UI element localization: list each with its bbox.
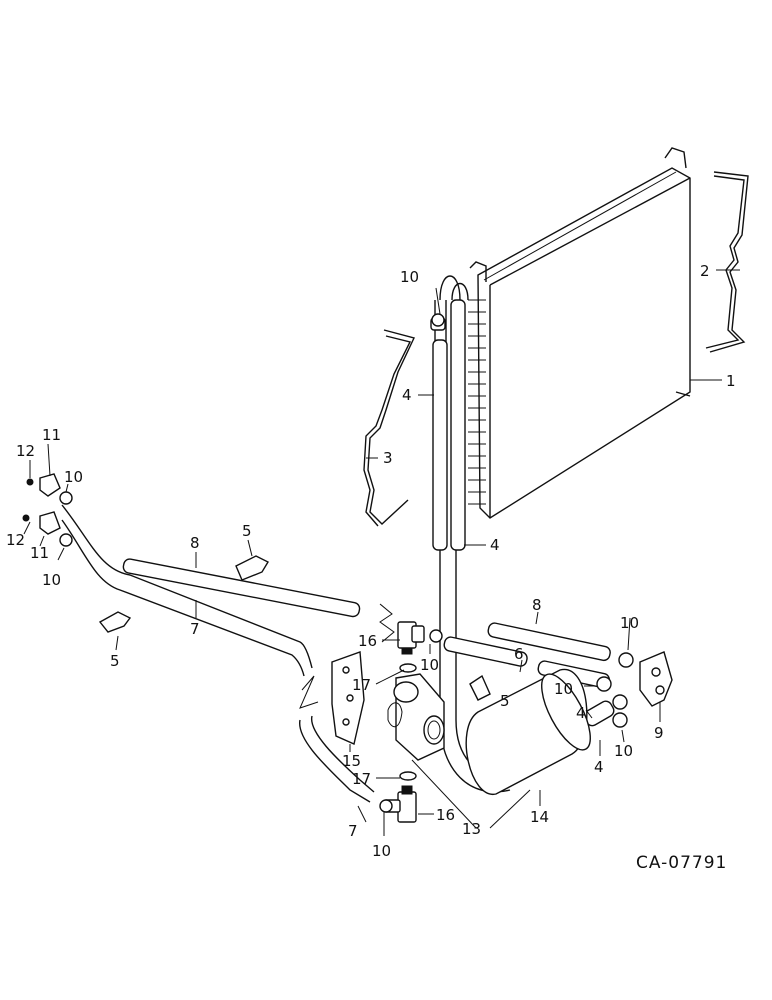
label-clip-left: 5 bbox=[110, 652, 120, 670]
label-clamp-top: 10 bbox=[400, 268, 419, 286]
label-elbow-a: 11 bbox=[42, 426, 61, 444]
connector-block bbox=[639, 651, 673, 707]
label-clamp-left-b: 10 bbox=[42, 571, 61, 589]
condenser-fins bbox=[468, 299, 486, 505]
part-labels: 1 2 3 4 4 4 4 5 5 5 6 7 7 8 8 9 10 10 10… bbox=[6, 262, 736, 860]
label-tube-8-right: 8 bbox=[532, 596, 542, 614]
clamps bbox=[59, 313, 634, 813]
label-bracket-left: 3 bbox=[383, 449, 393, 467]
label-cap-b: 12 bbox=[6, 531, 25, 549]
fitting-top bbox=[397, 621, 425, 655]
label-bracket-15: 15 bbox=[342, 752, 361, 770]
label-clip-top: 5 bbox=[242, 522, 252, 540]
label-tube-6: 6 bbox=[514, 645, 524, 663]
leader-lines bbox=[23, 269, 740, 836]
receiver-drier bbox=[465, 669, 591, 795]
label-clamp-r2: 10 bbox=[554, 680, 573, 698]
left-tubes bbox=[61, 504, 375, 803]
label-tube-7: 7 bbox=[190, 620, 200, 638]
label-hose-front: 4 bbox=[576, 704, 586, 722]
label-valve-13: 13 bbox=[462, 820, 481, 838]
label-oring-top: 17 bbox=[352, 676, 371, 694]
label-cap-a: 12 bbox=[16, 442, 35, 460]
label-clamp-bottom: 10 bbox=[372, 842, 391, 860]
label-hose-front2: 4 bbox=[594, 758, 604, 776]
elbow-fittings bbox=[22, 473, 61, 535]
label-block-9: 9 bbox=[654, 724, 664, 742]
label-receiver-14: 14 bbox=[530, 808, 549, 826]
label-clamp-mid: 10 bbox=[420, 656, 439, 674]
label-hose-lower: 4 bbox=[490, 536, 500, 554]
condenser bbox=[468, 147, 691, 519]
label-clamp-left-a: 10 bbox=[64, 468, 83, 486]
label-fitting-bottom: 16 bbox=[436, 806, 455, 824]
label-tube-8: 8 bbox=[190, 534, 200, 552]
drawing-code: CA-07791 bbox=[636, 853, 727, 873]
mounting-bracket bbox=[331, 651, 365, 745]
label-bracket-right: 2 bbox=[700, 262, 710, 280]
label-condenser: 1 bbox=[726, 372, 736, 390]
label-tube-7-lower: 7 bbox=[348, 822, 358, 840]
oring-bottom bbox=[399, 771, 417, 781]
label-hose-upper: 4 bbox=[402, 386, 412, 404]
label-clip-mid: 5 bbox=[500, 692, 510, 710]
hose-clips bbox=[98, 555, 491, 701]
label-clamp-r1: 10 bbox=[620, 614, 639, 632]
fitting-bottom bbox=[383, 785, 417, 823]
label-oring-bottom: 17 bbox=[352, 770, 371, 788]
label-elbow-b: 11 bbox=[30, 544, 49, 562]
expansion-valve bbox=[387, 673, 445, 761]
bracket-right bbox=[705, 171, 749, 353]
label-fitting-top: 16 bbox=[358, 632, 377, 650]
label-clamp-r3: 10 bbox=[614, 742, 633, 760]
bracket-left bbox=[363, 329, 415, 527]
